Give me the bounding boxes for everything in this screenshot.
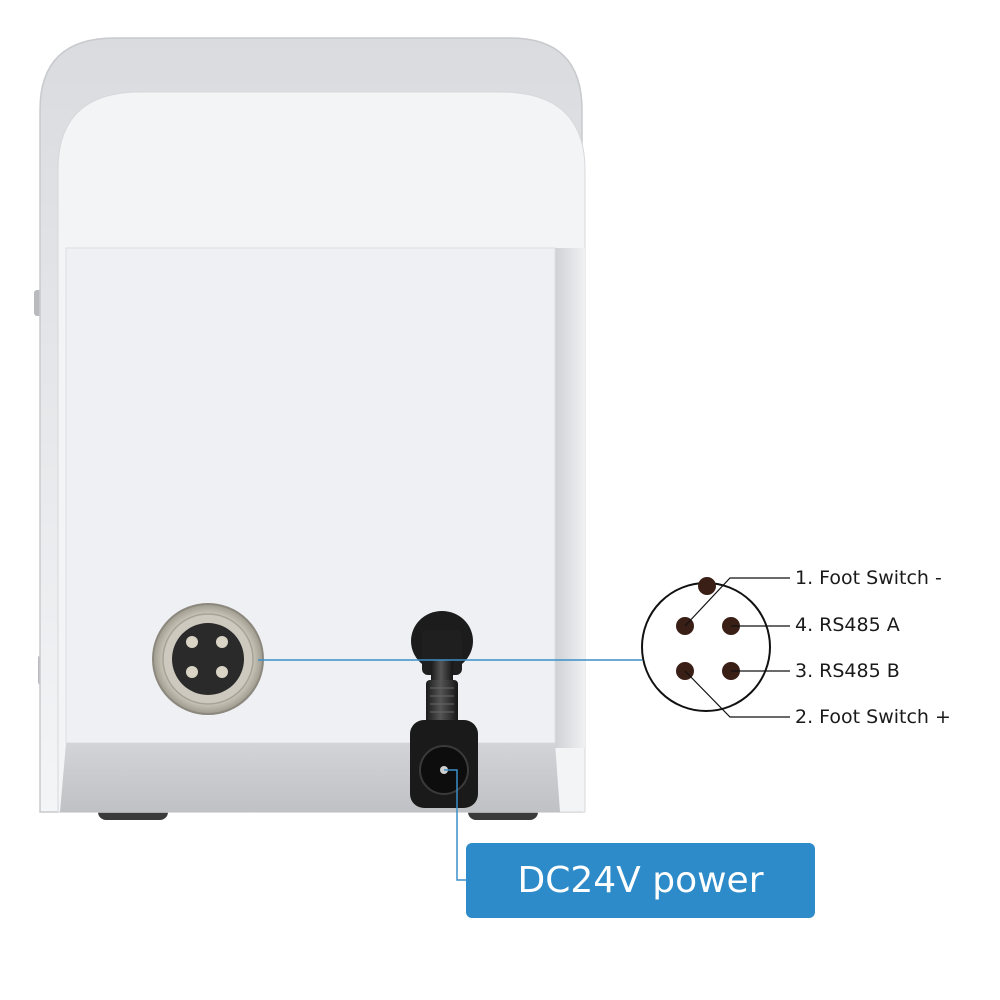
rear-panel <box>65 247 556 744</box>
aviation-connector <box>152 603 264 715</box>
pinout-diagram <box>641 577 790 718</box>
pin-label-foot-switch-plus: 2. Foot Switch + <box>795 706 951 728</box>
pin-label-rs485-b: 3. RS485 B <box>795 660 900 682</box>
pin-label-foot-switch-minus: 1. Foot Switch - <box>795 567 942 589</box>
device-pin <box>186 666 198 678</box>
device-bottom-band <box>60 743 560 812</box>
pin-1 <box>698 577 716 595</box>
power-leader-line <box>444 769 466 881</box>
device-pin <box>216 636 228 648</box>
power-cable <box>410 611 478 808</box>
power-input-callout: DC24V power input <box>466 843 815 976</box>
device-pin <box>216 666 228 678</box>
device-side-face <box>555 248 585 748</box>
device-pin <box>186 636 198 648</box>
pin-label-rs485-a: 4. RS485 A <box>795 614 900 636</box>
